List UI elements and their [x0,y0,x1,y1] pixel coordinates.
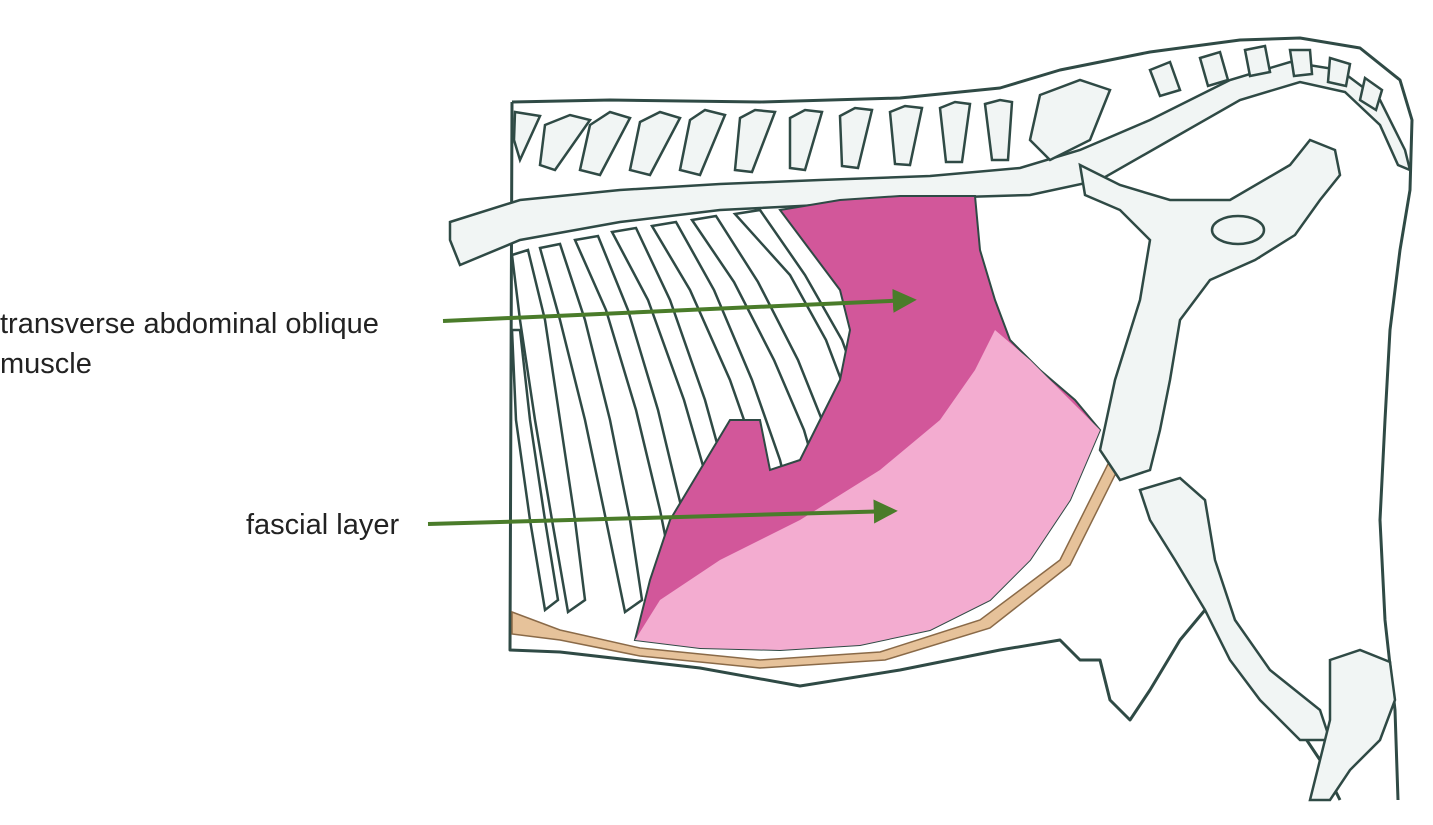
label-line-1: transverse abdominal oblique [0,308,379,340]
transverse-abdominal-oblique-label: transverse abdominal oblique muscle [0,304,379,384]
spine [448,44,1412,267]
label-line-2: muscle [0,348,92,380]
fascial-layer [635,330,1100,650]
fascial-layer-arrow [427,499,898,526]
fascial-layer-label: fascial layer [246,505,399,545]
pelvis-and-leg [1078,138,1397,802]
fascial-layer-text: fascial layer [246,509,400,541]
transverse-muscle-arrow [442,288,917,323]
